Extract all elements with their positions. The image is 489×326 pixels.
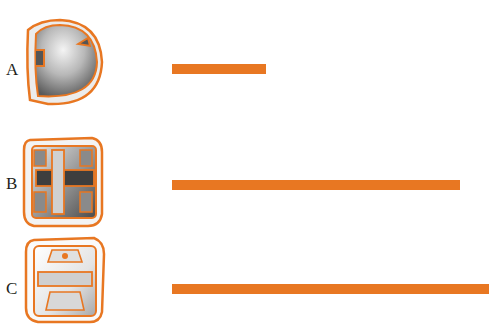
bracket-b <box>24 138 102 226</box>
panel-letter: A <box>6 61 18 78</box>
bracket-a <box>27 20 102 104</box>
panel-letter: B <box>6 175 17 192</box>
bar-b <box>172 180 460 190</box>
bar-c <box>172 284 489 294</box>
panel-letter: C <box>6 280 17 297</box>
bracket-c <box>26 238 104 322</box>
bar-a <box>172 64 266 74</box>
